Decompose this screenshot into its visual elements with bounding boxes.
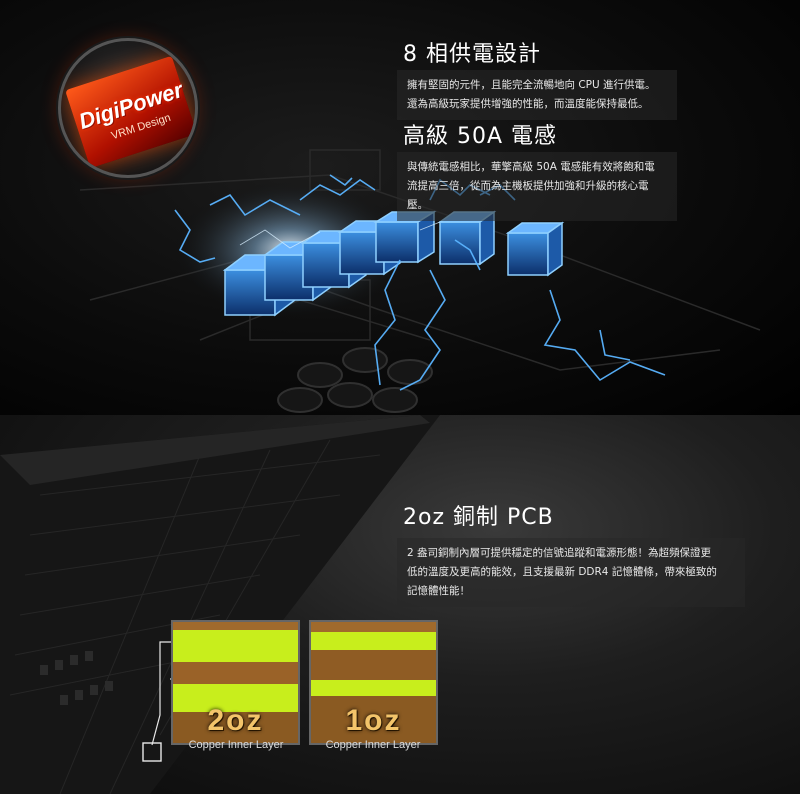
copper-layer [311, 632, 436, 650]
sample-1oz-image: 1oz [309, 620, 438, 745]
power-desc-line: 還為高級玩家提供增強的性能，而溫度能保持最低。 [407, 98, 649, 110]
choke-desc-line: 與傳統電感相比，華擎高級 50A 電感能有效將飽和電 [407, 161, 655, 173]
choke-cubes [222, 210, 565, 317]
digipower-section: DigiPower VRM Design 8 相供電設計 擁有堅固的元件，且能完… [0, 0, 800, 415]
power-phase-title: 8 相供電設計 [403, 42, 541, 67]
vrm-illustration [79, 149, 761, 413]
pcb-title: 2oz 銅制 PCB [403, 505, 554, 530]
choke-desc-line: 流提高三倍，從而為主機板提供加強和升級的核心電 [407, 180, 649, 192]
sample-1oz-caption: Copper Inner Layer [325, 739, 421, 751]
pcb-desc-line: 2 盎司銅制內層可提供穩定的信號追蹤和電源形態！為超頻保證更 [407, 547, 712, 559]
sample-2oz-caption: Copper Inner Layer [188, 739, 284, 751]
copper-pcb-section: 2oz 銅制 PCB 2 盎司銅制內層可提供穩定的信號追蹤和電源形態！為超頻保證… [0, 415, 800, 794]
copper-layer [311, 680, 436, 696]
copper-layer [173, 630, 298, 662]
sample-2oz-image: 2oz [171, 620, 300, 745]
digipower-logo: DigiPower VRM Design [58, 38, 198, 178]
pcb-desc-line: 記憶體性能！ [407, 585, 470, 597]
copper-layer [173, 684, 298, 712]
pcb-desc-line: 低的溫度及更高的能效，且支援最新 DDR4 記憶體條，帶來極致的 [407, 566, 717, 578]
sample-2oz-label: 2oz [207, 704, 264, 737]
sample-1oz-label: 1oz [345, 704, 402, 737]
lightning-effects [174, 174, 666, 391]
power-desc-line: 擁有堅固的元件，且能完全流暢地向 CPU 進行供電。 [407, 79, 656, 91]
choke-desc-line: 壓。 [407, 199, 428, 211]
pcb-description: 2 盎司銅制內層可提供穩定的信號追蹤和電源形態！為超頻保證更 低的溫度及更高的能… [397, 538, 745, 607]
choke-title: 高級 50A 電感 [403, 124, 558, 149]
power-phase-description: 擁有堅固的元件，且能完全流暢地向 CPU 進行供電。 還為高級玩家提供增強的性能… [397, 70, 677, 120]
choke-description: 與傳統電感相比，華擎高級 50A 電感能有效將飽和電 流提高三倍，從而為主機板提… [397, 152, 677, 221]
